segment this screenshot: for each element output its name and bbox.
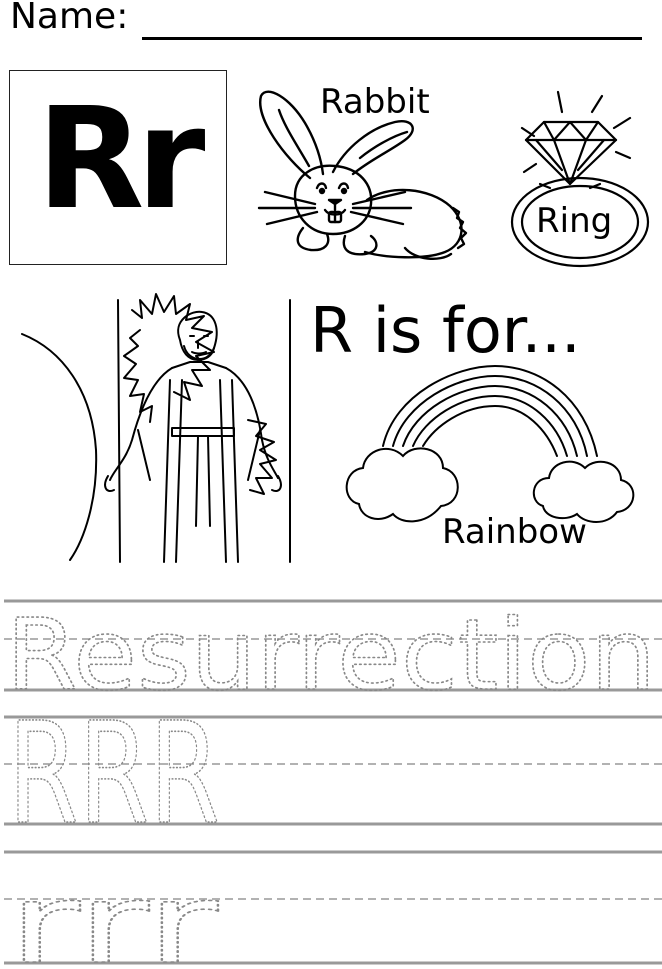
- rabbit-label: Rabbit: [320, 82, 430, 122]
- tracing-row-word[interactable]: Resurrection: [4, 598, 662, 714]
- trace-lower-letters: rrr: [8, 860, 219, 969]
- rabbit-icon: [257, 90, 468, 260]
- ring-label: Ring: [536, 201, 613, 241]
- name-label: Name:: [10, 0, 129, 37]
- ring-icon: [510, 90, 650, 268]
- rainbow-icon: [345, 364, 635, 523]
- letter-card-letters: Rr: [36, 78, 206, 241]
- name-write-line[interactable]: [142, 37, 642, 40]
- trace-word: Resurrection: [6, 599, 656, 713]
- trace-upper-letters: RRR: [8, 693, 220, 856]
- tracing-row-upper[interactable]: RRR: [4, 692, 662, 857]
- page-heading: R is for...: [310, 294, 581, 367]
- risen-figure-icon: [21, 293, 291, 563]
- tracing-row-lower[interactable]: rrr: [4, 850, 662, 969]
- letter-card: [9, 70, 227, 265]
